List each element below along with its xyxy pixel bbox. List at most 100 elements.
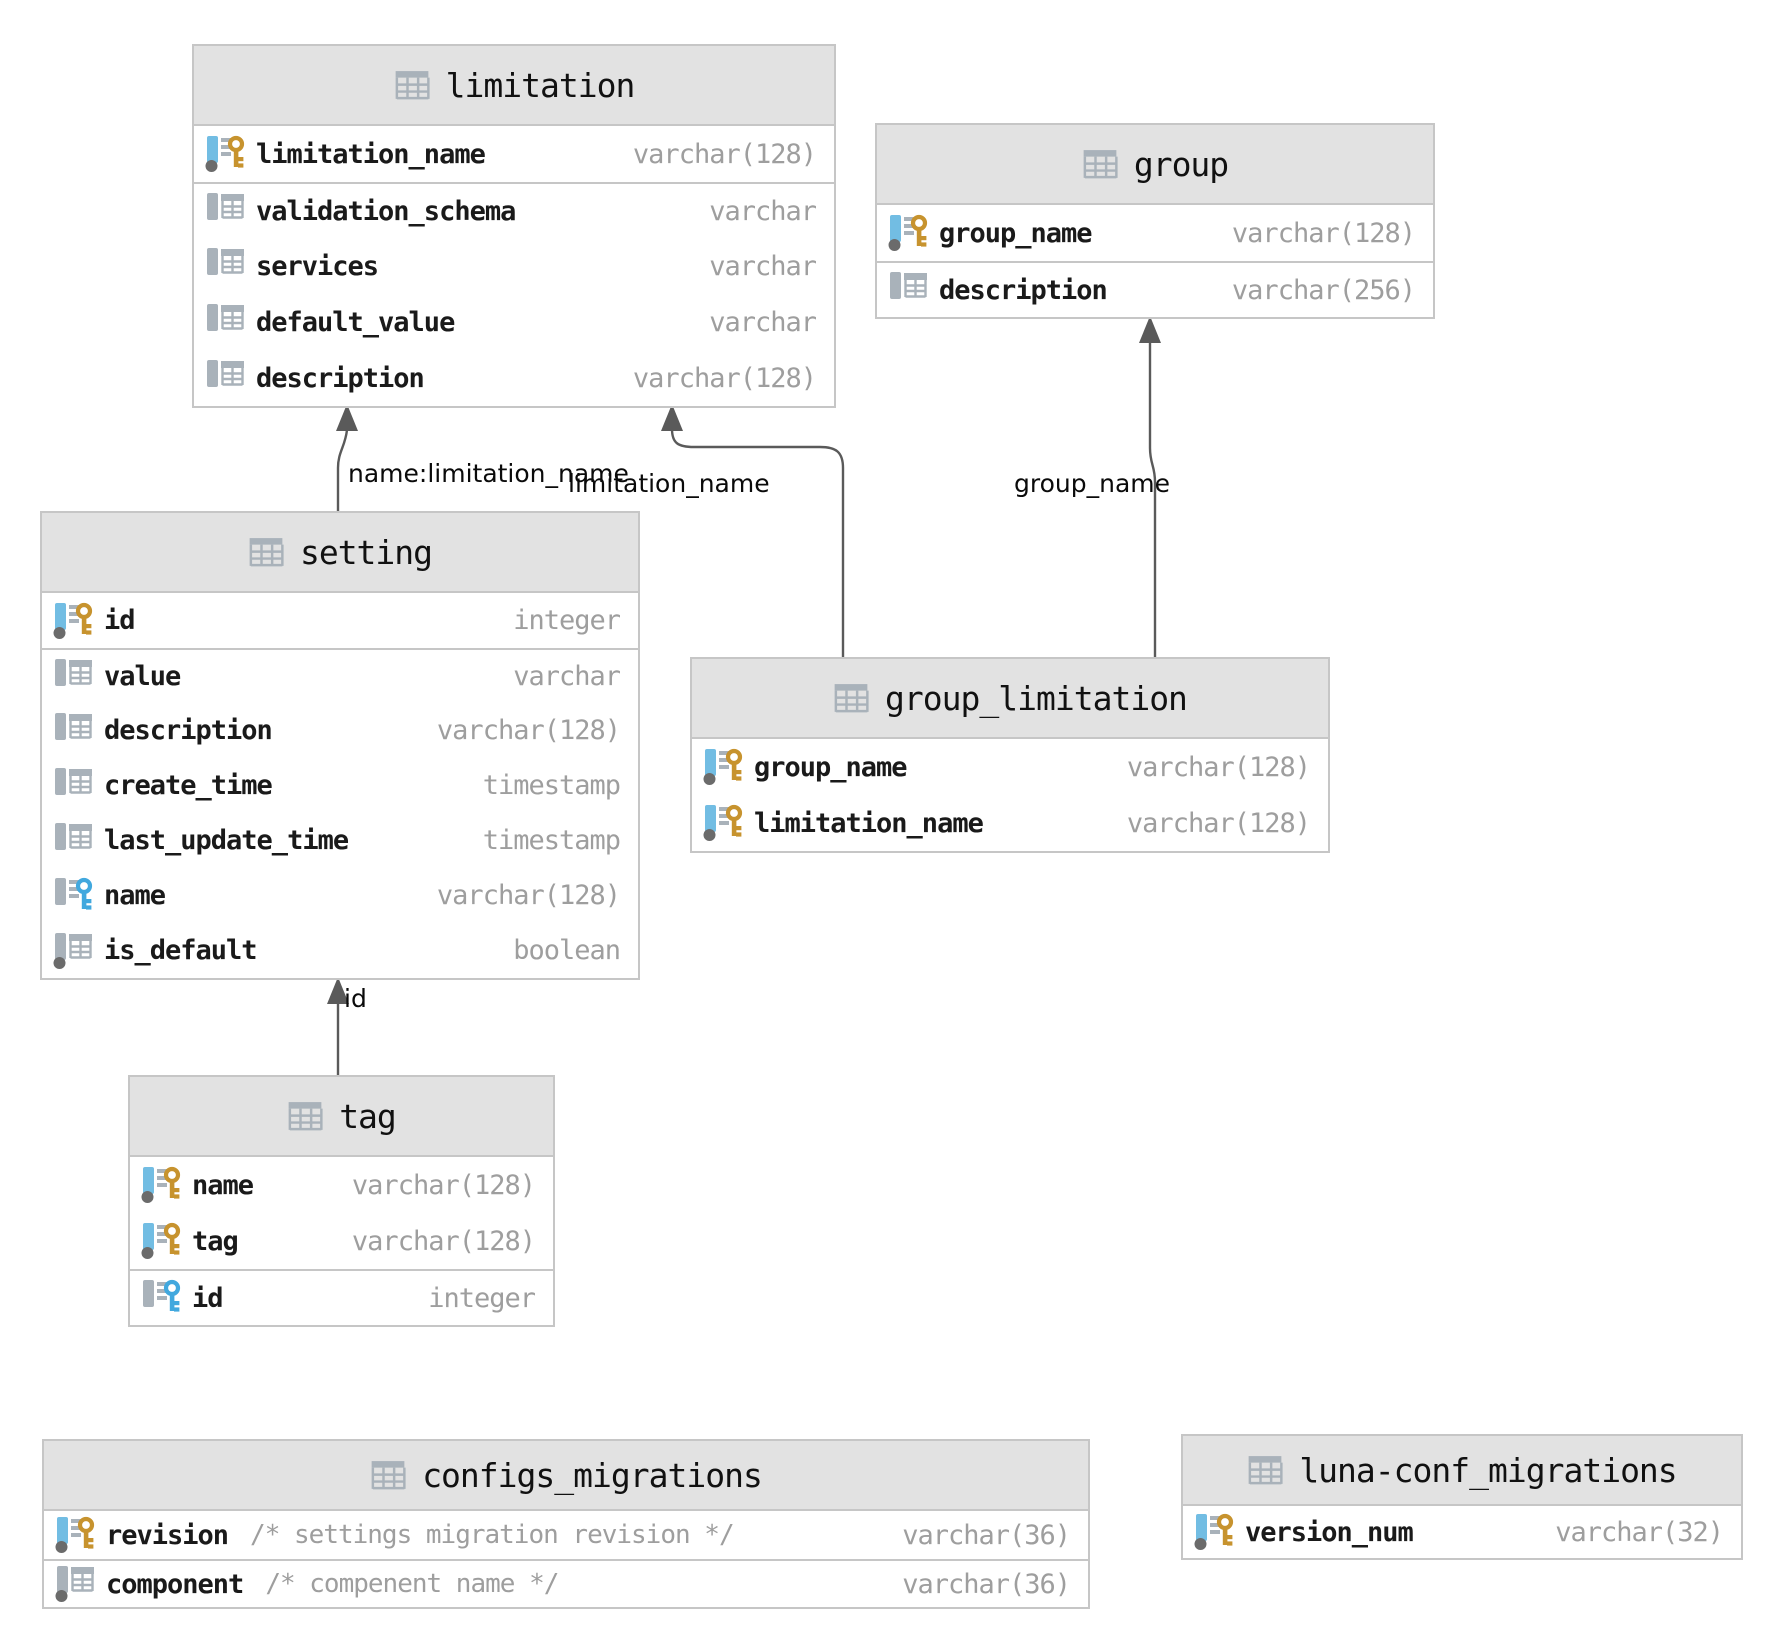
column-type: varchar <box>709 306 817 338</box>
table-icon <box>395 71 430 100</box>
column-row-description[interactable]: description varchar(128) <box>194 350 834 406</box>
edge-label-group-name: group_name <box>1014 469 1171 498</box>
column-row-component[interactable]: component/* compenent name */varchar(36) <box>44 1559 1088 1607</box>
column-icon-wrap <box>702 744 746 790</box>
column-icon <box>207 304 244 331</box>
column-type: varchar(128) <box>1126 751 1311 783</box>
column-not-null-icon <box>55 1566 94 1602</box>
column-row-group_name[interactable]: group_name varchar(128) <box>692 739 1328 795</box>
column-icon-wrap <box>52 873 96 919</box>
table-header[interactable]: group_limitation <box>692 659 1328 739</box>
table-columns: revision/* settings migration revision *… <box>44 1511 1088 1607</box>
column-row-group_name[interactable]: group_name varchar(128) <box>877 205 1433 261</box>
table-title: limitation <box>445 65 636 105</box>
column-name: group_name <box>754 751 908 783</box>
column-name: default_value <box>256 306 455 338</box>
column-type: varchar(128) <box>351 1225 536 1257</box>
primary-key-icon <box>55 1516 95 1553</box>
column-icon-wrap <box>140 1275 184 1321</box>
column-type: varchar(256) <box>1231 274 1416 306</box>
column-icon <box>55 767 92 795</box>
table-group_limitation[interactable]: group_limitation group_name varchar(128) … <box>690 657 1330 853</box>
column-icon-wrap <box>887 210 931 256</box>
table-icon <box>371 1461 406 1490</box>
table-header[interactable]: group <box>877 125 1433 205</box>
column-type: varchar(128) <box>436 880 621 911</box>
table-header[interactable]: limitation <box>194 46 834 126</box>
column-name: name <box>104 880 166 911</box>
table-header[interactable]: luna-conf_migrations <box>1183 1436 1741 1506</box>
column-name: id <box>192 1282 224 1314</box>
column-type: varchar <box>709 250 817 282</box>
column-type: varchar(36) <box>902 1568 1071 1600</box>
column-type: varchar <box>513 661 621 692</box>
column-icon <box>55 658 92 686</box>
column-name: description <box>256 362 425 394</box>
column-type: varchar(128) <box>1126 807 1311 839</box>
column-name: last_update_time <box>104 825 349 856</box>
column-icon-wrap <box>702 800 746 846</box>
column-row-name[interactable]: name varchar(128) <box>42 868 638 923</box>
table-icon <box>834 684 869 713</box>
table-icon <box>1083 150 1118 179</box>
column-type: varchar(128) <box>1231 217 1416 249</box>
table-columns: group_name varchar(128) limitation_name va… <box>692 739 1328 851</box>
table-title: group <box>1133 144 1229 184</box>
table-group[interactable]: group group_name varchar(128) description… <box>875 123 1435 319</box>
column-icon-wrap <box>52 598 96 644</box>
table-header[interactable]: setting <box>42 513 638 593</box>
column-icon <box>207 360 244 387</box>
column-icon-wrap <box>54 1512 98 1558</box>
column-name: limitation_name <box>754 807 984 839</box>
column-row-limitation_name[interactable]: limitation_name varchar(128) <box>692 795 1328 851</box>
edge-group-limitation-limitation <box>670 428 845 657</box>
column-type: integer <box>428 1282 536 1314</box>
column-type: varchar(128) <box>632 138 817 170</box>
column-icon-wrap <box>52 654 96 700</box>
column-name: group_name <box>939 217 1093 249</box>
column-name: name <box>192 1169 254 1201</box>
column-icon-wrap <box>52 708 96 754</box>
primary-key-icon <box>205 135 245 172</box>
foreign-key-icon <box>143 1279 181 1312</box>
arrowhead-to-setting <box>327 977 349 1004</box>
column-icon-wrap <box>1193 1509 1237 1555</box>
column-row-id[interactable]: id integer <box>130 1269 553 1325</box>
column-icon-wrap <box>140 1218 184 1264</box>
column-icon-wrap <box>887 267 931 313</box>
column-row-revision[interactable]: revision/* settings migration revision *… <box>44 1511 1088 1559</box>
column-name: component <box>106 1568 244 1600</box>
column-row-default_value[interactable]: default_value varchar <box>194 294 834 350</box>
table-configs_migrations[interactable]: configs_migrations revision/* settings m… <box>42 1439 1090 1609</box>
table-header[interactable]: configs_migrations <box>44 1441 1088 1511</box>
column-icon <box>207 193 244 220</box>
column-icon-wrap <box>54 1561 98 1607</box>
column-name: validation_schema <box>256 195 516 227</box>
column-icon <box>55 822 92 850</box>
column-type: varchar(128) <box>632 362 817 394</box>
table-header[interactable]: tag <box>130 1077 553 1157</box>
